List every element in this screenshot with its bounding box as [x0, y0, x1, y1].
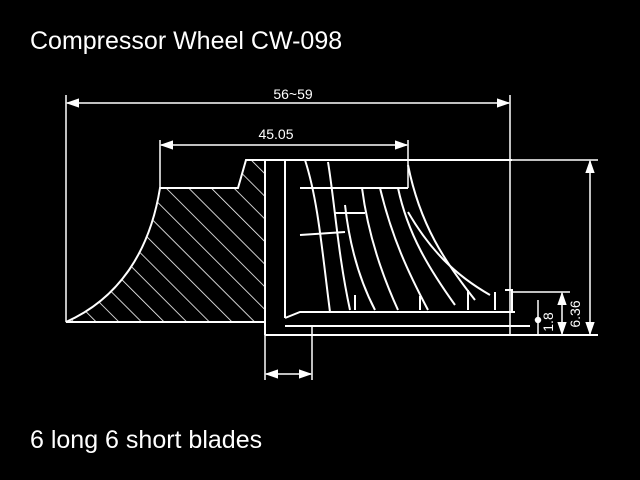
hub-step-dimension — [512, 291, 570, 336]
hub-step-label: 1.8 — [540, 312, 556, 332]
overall-diameter-dimension — [65, 95, 511, 335]
page-title: Compressor Wheel CW-098 — [30, 27, 343, 55]
bore-dimension — [264, 326, 313, 380]
height-dimension — [512, 159, 598, 336]
blade-count-caption: 6 long 6 short blades — [30, 426, 263, 454]
wheel-body-outline — [66, 159, 598, 336]
inducer-diameter-dimension — [159, 140, 409, 188]
blades — [299, 159, 513, 313]
height-label: 6.36 — [567, 300, 583, 327]
overall-diameter-label: 56~59 — [273, 86, 313, 102]
inducer-diameter-label: 45.05 — [258, 126, 293, 142]
hub-section-hatched — [65, 159, 266, 323]
